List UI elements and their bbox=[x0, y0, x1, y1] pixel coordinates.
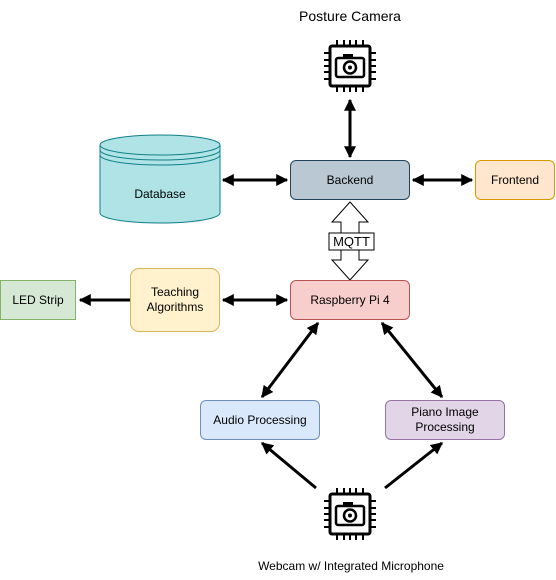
audio-processing-node: Audio Processing bbox=[200, 400, 320, 440]
raspberry-pi-node: Raspberry Pi 4 bbox=[290, 280, 410, 320]
led-strip-node: LED Strip bbox=[0, 280, 76, 320]
mqtt-label-bg bbox=[328, 232, 375, 251]
database-cylinder bbox=[99, 134, 221, 224]
webcam-label: Webcam w/ Integrated Microphone bbox=[258, 559, 444, 573]
frontend-node: Frontend bbox=[475, 160, 555, 200]
posture-camera-label: Posture Camera bbox=[299, 8, 401, 24]
top-camera-chip-icon bbox=[324, 40, 376, 92]
piano-image-processing-node: Piano Image Processing bbox=[385, 400, 505, 440]
arrow-raspberry-audio bbox=[260, 322, 320, 398]
mqtt-label: MQTT bbox=[333, 234, 370, 249]
bottom-camera-chip-icon bbox=[324, 488, 376, 540]
database-label: Database bbox=[134, 187, 186, 201]
arrow-webcam-piano bbox=[384, 441, 443, 490]
backend-node: Backend bbox=[290, 160, 410, 200]
arrow-webcam-audio bbox=[261, 441, 317, 490]
arrow-raspberry-piano bbox=[380, 322, 444, 398]
teaching-algorithms-node: Teaching Algorithms bbox=[130, 268, 220, 332]
